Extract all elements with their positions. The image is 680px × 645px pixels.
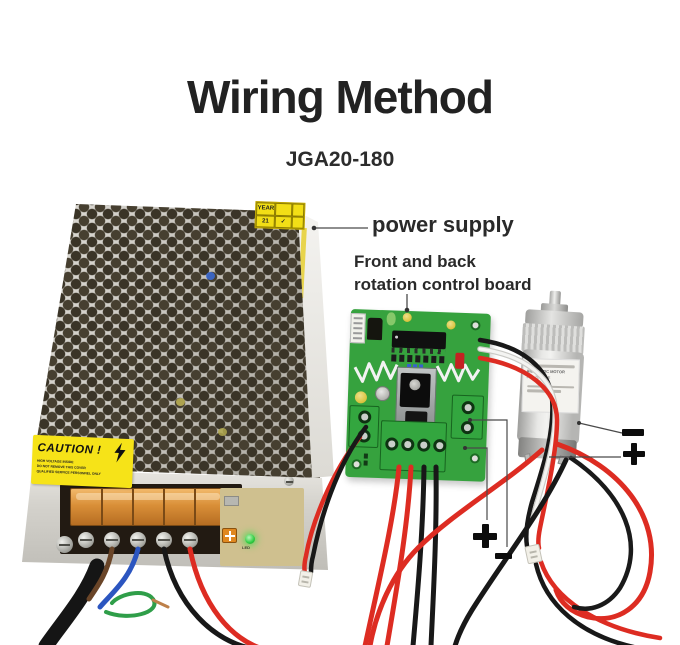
wire-black-board-right [477,337,555,549]
terminal-screw [156,532,172,548]
wire-brown-live [86,546,115,602]
callout-dot [311,225,317,231]
wire-black-motor-loop [568,455,634,611]
mesh-glint [218,428,227,436]
power-supply-case [32,204,320,478]
terminal-screw [78,532,94,548]
wire-black-board-bottom [410,464,427,645]
psu-pcb-edge: LED [220,488,304,566]
callout-dot [463,446,467,450]
terminal-screw [182,532,198,548]
terminal-screw [130,532,146,548]
mesh-glint [206,272,215,280]
wire-red-board-right [477,355,560,551]
power-supply-terminal-panel: LED [22,470,328,570]
control-board-label-line1: Front and back [354,252,476,271]
ac-power-cable [38,558,105,645]
psu-component [224,496,239,506]
wire-black-connector-out [533,561,636,645]
wire-red-board-bottom [384,464,414,645]
motor-minus-label [622,429,644,436]
wire-black-motor [452,457,569,645]
wire-red-board-bottom [362,464,402,645]
wire-black-psu-output [161,546,248,645]
wire-black-board-bottom [428,464,439,645]
page-title: Wiring Method [187,71,494,123]
terminal-block-cover [70,488,226,526]
callout-dot [577,421,581,425]
callout-dot [468,418,472,422]
motor-minus-callout-line [578,422,623,434]
board-minus-label [495,553,512,559]
terminal-screw [104,532,120,548]
control-board-label-line2: rotation control board [354,275,532,294]
case-screw [56,536,73,553]
silkscreen-zigzag [353,360,481,383]
callout-dot [404,307,410,313]
voltage-trimmer [222,528,237,543]
led-label: LED [242,546,250,551]
earth-wire-copper-tip [151,598,170,609]
power-supply-label: power supply [372,212,514,237]
wire-black-board-input [308,424,369,575]
wire-red-psu-output [187,546,260,645]
model-number: JGA20-180 [285,148,395,171]
board-plus-label [473,524,497,548]
board-minus-callout-line [470,419,508,547]
power-led [245,534,255,544]
motor-control-board [345,309,491,482]
wire-red-motor-loop [553,441,654,621]
wire-blue-neutral [97,546,141,610]
motor-plus-label [623,443,645,465]
board-plus-callout-line [465,447,488,520]
control-board-label: Front and back rotation control board [354,250,532,296]
mesh-glint [176,398,185,406]
cover-reflection [75,493,221,500]
case-screw [284,476,294,486]
